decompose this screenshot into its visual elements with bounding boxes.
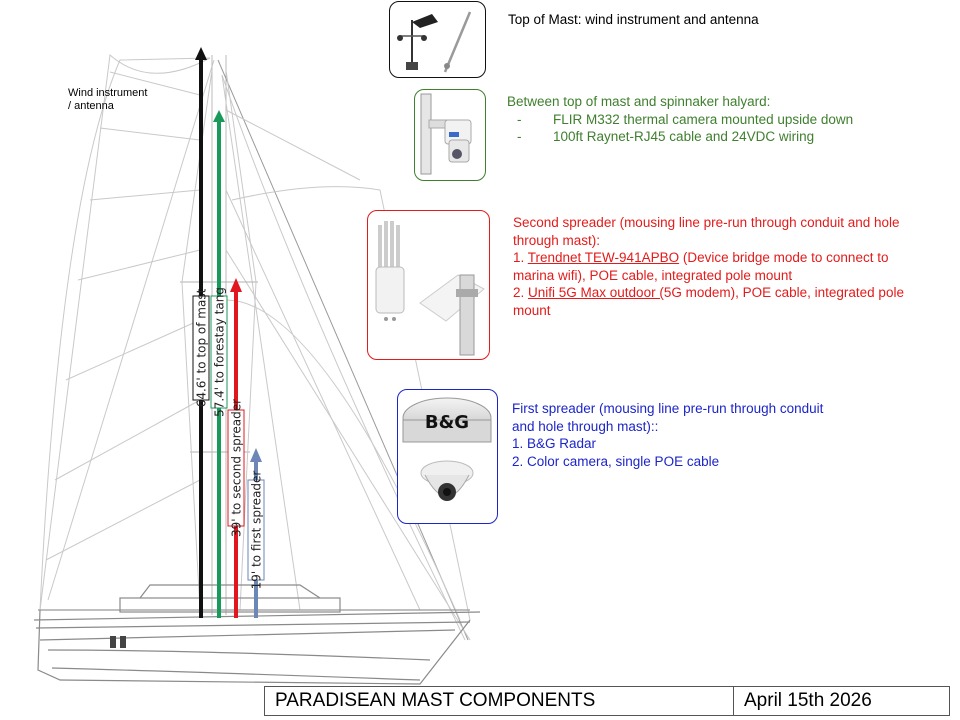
- second-spreader-item-1-cont: marina wifi), POE cable, integrated pole…: [513, 267, 793, 283]
- height-label-second-spreader: 39' to second spreader: [230, 399, 244, 537]
- between-bullet-1-text: FLIR M332 thermal camera mounted upside …: [553, 111, 854, 127]
- access-point-icon: [375, 221, 485, 356]
- document-title: PARADISEAN MAST COMPONENTS: [265, 687, 734, 715]
- item-2-rest: 5G modem), POE cable, integrated pole: [663, 285, 904, 300]
- wind-instrument-icon: [397, 11, 472, 73]
- height-arrow-second-spreader: 39' to second spreader: [227, 278, 245, 618]
- radar-logo: B&G: [425, 412, 469, 433]
- thermal-camera-image-box: [414, 89, 486, 181]
- wind-label-line-2: / antenna: [68, 100, 114, 112]
- title-block: PARADISEAN MAST COMPONENTS April 15th 20…: [264, 686, 950, 716]
- wind-label-line-1: Wind instrument: [68, 87, 148, 99]
- between-bullet-1: - FLIR M332 thermal camera mounted upside…: [507, 111, 853, 129]
- radar-icon: B&G: [402, 397, 492, 501]
- top-of-mast-image-box: [389, 1, 486, 78]
- second-spreader-line-2: through mast):: [513, 232, 601, 248]
- first-spreader-caption: First spreader (mousing line pre-run thr…: [512, 400, 823, 470]
- first-spreader-line-2: and hole through mast)::: [512, 418, 659, 434]
- between-bullet-2-text: 100ft Raynet-RJ45 cable and 24VDC wiring: [553, 129, 815, 144]
- item-1-prefix: 1.: [513, 250, 528, 265]
- height-arrow-forestay-tang: 57.4' to forestay tang: [210, 110, 228, 618]
- wind-instrument-label: Wind instrument / antenna: [68, 87, 147, 113]
- height-arrow-first-spreader: 19' to first spreader: [247, 448, 265, 618]
- height-label-first-spreader: 19' to first spreader: [250, 471, 264, 590]
- sailboat-drawing: 64.6' to top of mast 57.4' to forestay t…: [33, 47, 481, 685]
- bullet-dash: -: [517, 111, 522, 127]
- second-spreader-item-1: 1. Trendnet TEW-941APBO (Device bridge m…: [513, 249, 904, 267]
- between-caption: Between top of mast and spinnaker halyar…: [507, 93, 853, 146]
- second-spreader-item-2: 2. Unifi 5G Max outdoor (5G modem), POE …: [513, 284, 904, 302]
- second-spreader-item-2-cont: mount: [513, 302, 551, 318]
- second-spreader-image-box: [367, 210, 490, 360]
- between-bullet-2: - 100ft Raynet-RJ45 cable and 24VDC wirin…: [507, 128, 853, 146]
- height-arrow-top-of-mast: 64.6' to top of mast: [192, 47, 210, 618]
- height-label-top-of-mast: 64.6' to top of mast: [195, 288, 209, 407]
- first-spreader-line-3: 1. B&G Radar: [512, 436, 597, 451]
- second-spreader-line-1: Second spreader (mousing line pre-run th…: [513, 215, 900, 230]
- trendnet-link[interactable]: Trendnet TEW-941APBO: [527, 250, 680, 265]
- first-spreader-image-box: B&G: [397, 389, 498, 524]
- unifi-link[interactable]: Unifi 5G Max outdoor (: [528, 285, 664, 300]
- second-spreader-caption: Second spreader (mousing line pre-run th…: [513, 214, 904, 319]
- top-of-mast-caption: Top of Mast: wind instrument and antenna: [508, 11, 759, 29]
- document-date: April 15th 2026: [744, 690, 872, 711]
- between-heading: Between top of mast and spinnaker halyar…: [507, 94, 771, 109]
- thermal-camera-icon: [420, 93, 472, 175]
- height-label-forestay-tang: 57.4' to forestay tang: [213, 287, 227, 417]
- item-1-rest: (Device bridge mode to connect to: [679, 250, 889, 265]
- bullet-dash: -: [517, 129, 522, 144]
- top-of-mast-text: Top of Mast: wind instrument and antenna: [508, 12, 759, 27]
- item-2-prefix: 2.: [513, 285, 529, 300]
- first-spreader-line-1: First spreader (mousing line pre-run thr…: [512, 401, 824, 416]
- first-spreader-line-4: 2. Color camera, single POE cable: [512, 453, 720, 469]
